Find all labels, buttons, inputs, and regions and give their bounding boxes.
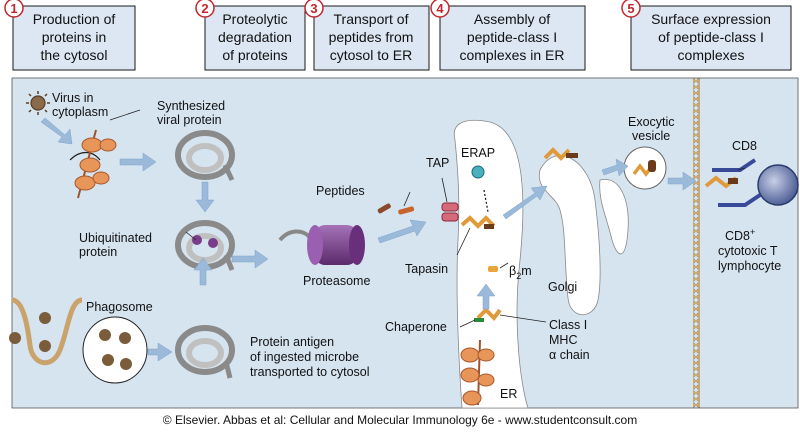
step-1-number: 1 [10, 1, 17, 16]
label-classI-1: Class I [549, 318, 587, 332]
step-2-line1: Proteolytic [222, 11, 287, 27]
label-erap: ERAP [461, 146, 495, 160]
beta2m [488, 266, 498, 272]
tap-transporter [441, 202, 459, 222]
label-chaperone: Chaperone [385, 320, 447, 334]
step-5-line1: Surface expression [651, 11, 771, 27]
label-antigen-1: Protein antigen [250, 335, 334, 349]
step-4-line1: Assembly of [474, 11, 550, 27]
step-4-number: 4 [436, 1, 444, 16]
virus-icon [26, 91, 50, 115]
flow-arrows [40, 117, 697, 362]
label-beta2m: β2m [509, 264, 532, 281]
label-exo-1: Exocytic [628, 115, 675, 129]
step-3-line3: cytosol to ER [330, 47, 412, 63]
label-tapasin: Tapasin [405, 262, 448, 276]
ribosome-cluster [69, 129, 117, 199]
step-3-line2: peptides from [329, 29, 414, 45]
step-2-line3: of proteins [222, 47, 287, 63]
mhc-class-i-chaperone [474, 307, 502, 322]
step-1-line3: the cytosol [41, 47, 108, 63]
label-ctl-2: cytotoxic T [718, 244, 778, 258]
label-peptides: Peptides [316, 184, 365, 198]
plasma-membrane-left [11, 297, 83, 365]
label-antigen-2: of ingested microbe [250, 350, 359, 364]
step-2-number: 2 [201, 1, 208, 16]
step-2-header: 2 Proteolytic degradation of proteins [195, 0, 306, 71]
t-cell-interaction [704, 158, 799, 207]
leader-lines [109, 109, 746, 328]
label-synth-1: Synthesized [157, 99, 225, 113]
label-virus-1: Virus in [52, 91, 94, 105]
endoplasmic-reticulum [453, 119, 529, 409]
plasma-membrane-right [693, 78, 700, 408]
step-3-number: 3 [310, 1, 317, 16]
label-phagosome: Phagosome [86, 300, 153, 314]
golgi-inner [599, 179, 629, 255]
step-2-line2: degradation [218, 29, 292, 45]
phagosome-microbes [99, 329, 132, 370]
label-er: ER [500, 387, 517, 401]
step-5-number: 5 [627, 1, 634, 16]
step-4-line3: complexes in ER [459, 47, 564, 63]
label-synth-2: viral protein [157, 113, 222, 127]
copyright-footer: © Elsevier. Abbas et al: Cellular and Mo… [163, 413, 637, 427]
label-exo-2: vesicle [632, 129, 670, 143]
label-ctl-1: CD8+ [725, 227, 755, 243]
er-ribosomes [460, 339, 495, 406]
label-ubiq-1: Ubiquitinated [79, 231, 152, 245]
step-4-header: 4 Assembly of peptide-class I complexes … [430, 0, 586, 71]
step-3-line1: Transport of [334, 11, 409, 27]
exocytic-vesicle [623, 146, 667, 190]
label-ubiq-2: protein [79, 245, 117, 259]
mhc-class-i-in-er [460, 215, 496, 229]
step-5-line3: complexes [678, 47, 745, 63]
phagosome-vesicle [82, 316, 148, 384]
erap-enzyme [471, 165, 489, 213]
label-virus-2: cytoplasm [52, 105, 108, 119]
step-4-line2: peptide-class I [467, 29, 557, 45]
label-golgi: Golgi [548, 280, 577, 294]
golgi-outer [538, 155, 601, 316]
label-tap: TAP [426, 156, 449, 170]
step-1-header: 1 Production of proteins in the cytosol [4, 0, 136, 71]
label-classI-2: MHC [549, 333, 577, 347]
label-classI-3: α chain [549, 348, 590, 362]
label-antigen-3: transported to cytosol [250, 365, 370, 379]
synthesized-protein [175, 130, 235, 182]
proteasome-icon [278, 225, 365, 265]
step-5-header: 5 Surface expression of peptide-class I … [621, 0, 792, 71]
label-ctl-3: lymphocyte [718, 259, 781, 273]
step-1-line1: Production of [33, 11, 116, 27]
step-5-line2: of peptide-class I [658, 29, 764, 45]
label-proteasome: Proteasome [303, 274, 370, 288]
step-1-line2: proteins in [42, 29, 107, 45]
ingested-antigen-protein [175, 325, 235, 379]
label-cd8: CD8 [732, 139, 757, 153]
step-3-header: 3 Transport of peptides from cytosol to … [304, 0, 430, 71]
mhc-golgi [543, 147, 578, 161]
microbe-left [9, 312, 51, 352]
peptide-fragments [377, 203, 415, 215]
